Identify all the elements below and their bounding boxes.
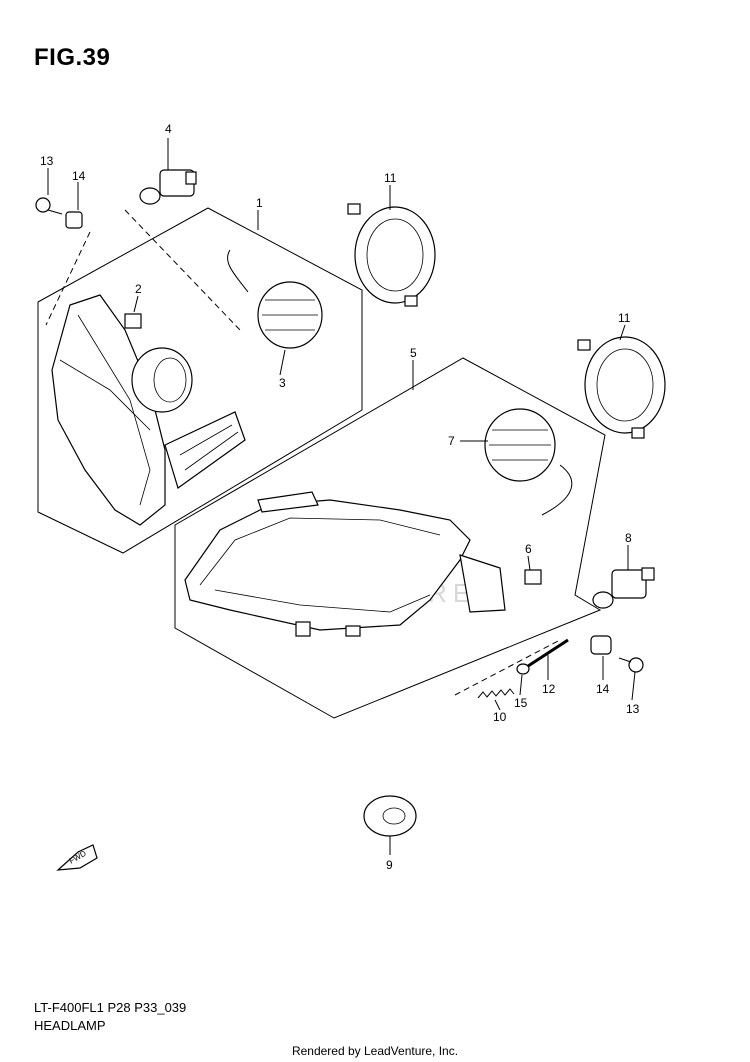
callout-11-upper: 11 [384, 171, 397, 185]
figure-title: FIG.39 [34, 44, 111, 71]
fwd-arrow-icon: FWD [56, 844, 98, 871]
washer-15 [516, 663, 530, 675]
adjust-screw-12 [524, 638, 569, 670]
callout-10: 10 [493, 710, 507, 724]
callout-2: 2 [135, 282, 142, 296]
callout-12: 12 [542, 682, 556, 696]
washer-9 [363, 795, 417, 837]
retaining-ring-11-upper [347, 203, 436, 307]
callout-13-upper: 13 [40, 154, 54, 168]
retaining-ring-11-lower [577, 336, 666, 439]
bulb-8 [592, 567, 655, 609]
callout-1: 1 [256, 196, 263, 210]
callout-14-upper: 14 [72, 169, 86, 183]
assembly-frame-5 [174, 357, 606, 719]
grommet-14-upper [65, 211, 83, 229]
callout-7: 7 [448, 434, 455, 448]
section-name: HEADLAMP [34, 1018, 106, 1033]
callout-3: 3 [279, 376, 286, 390]
callout-6: 6 [525, 542, 532, 556]
grommet-14-lower [590, 635, 612, 655]
clip-2 [124, 313, 142, 329]
spring-10 [477, 688, 515, 699]
socket-7 [484, 408, 573, 516]
bulb-4 [139, 169, 197, 205]
callout-5: 5 [410, 346, 417, 360]
headlamp-housing-lower [184, 491, 506, 637]
model-code: LT-F400FL1 P28 P33_039 [34, 1000, 187, 1015]
screw-13-upper [35, 197, 63, 215]
leader-lines [45, 138, 636, 855]
assembly-frame-1 [37, 207, 363, 554]
callout-15: 15 [514, 696, 528, 710]
callout-8: 8 [625, 531, 632, 545]
callout-13-lower: 13 [626, 702, 640, 716]
clip-6 [524, 569, 542, 585]
callout-11-lower: 11 [618, 311, 631, 325]
callout-4: 4 [165, 122, 172, 136]
headlamp-housing-upper [51, 294, 246, 526]
socket-3 [227, 249, 323, 349]
callout-14-lower: 14 [596, 682, 610, 696]
callout-9: 9 [386, 858, 393, 872]
rendered-by-footer: Rendered by LeadVenture, Inc. [291, 1044, 459, 1058]
screw-13-lower [618, 657, 644, 673]
